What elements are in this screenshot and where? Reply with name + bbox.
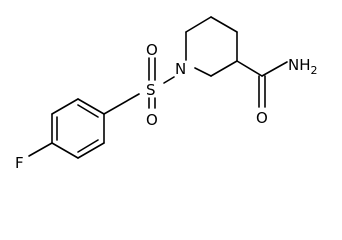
carbonyl-double-bond: [258, 75, 266, 108]
ring-bond: [51, 142, 79, 159]
molecule-drawing: F S O O N NH2 O: [15, 16, 318, 171]
ring-bond: [185, 16, 212, 33]
sulfonyl-double-bonds: [148, 57, 156, 109]
carbon-fluorine-bond: [28, 142, 53, 157]
ring-bond: [210, 16, 238, 33]
carbonyl-oxygen-label: O: [256, 109, 268, 127]
piperidine-ring: [185, 16, 238, 77]
sulfonyl-oxygen-top-label: O: [146, 41, 158, 59]
benzene-ring: [51, 98, 105, 159]
amide-subscript-text: 2: [311, 64, 318, 77]
structure-diagram: F S O O N NH2 O: [15, 16, 318, 171]
ring-bond: [210, 60, 238, 77]
ring-bond: [77, 98, 105, 115]
ring-bond: [51, 98, 79, 115]
sulfonyl-oxygen-bottom-label: O: [146, 111, 158, 129]
ring-bond: [77, 142, 105, 159]
ring-double-bond: [77, 139, 99, 153]
fluorine-label: F: [15, 154, 24, 171]
ring-nitrogen-label: N: [175, 60, 186, 78]
sulfur-label: S: [146, 81, 156, 99]
amide-nitrogen-label: NH2: [288, 56, 318, 77]
carbon-amide-nitrogen-bond: [261, 61, 288, 77]
aryl-sulfur-bond: [103, 93, 140, 115]
ring-double-bond: [77, 104, 99, 118]
ring-bond: [194, 67, 212, 77]
amide-nh-text: NH: [288, 56, 311, 74]
sulfur-nitrogen-bond: [163, 76, 175, 84]
ring-carbonyl-bond: [236, 60, 263, 77]
